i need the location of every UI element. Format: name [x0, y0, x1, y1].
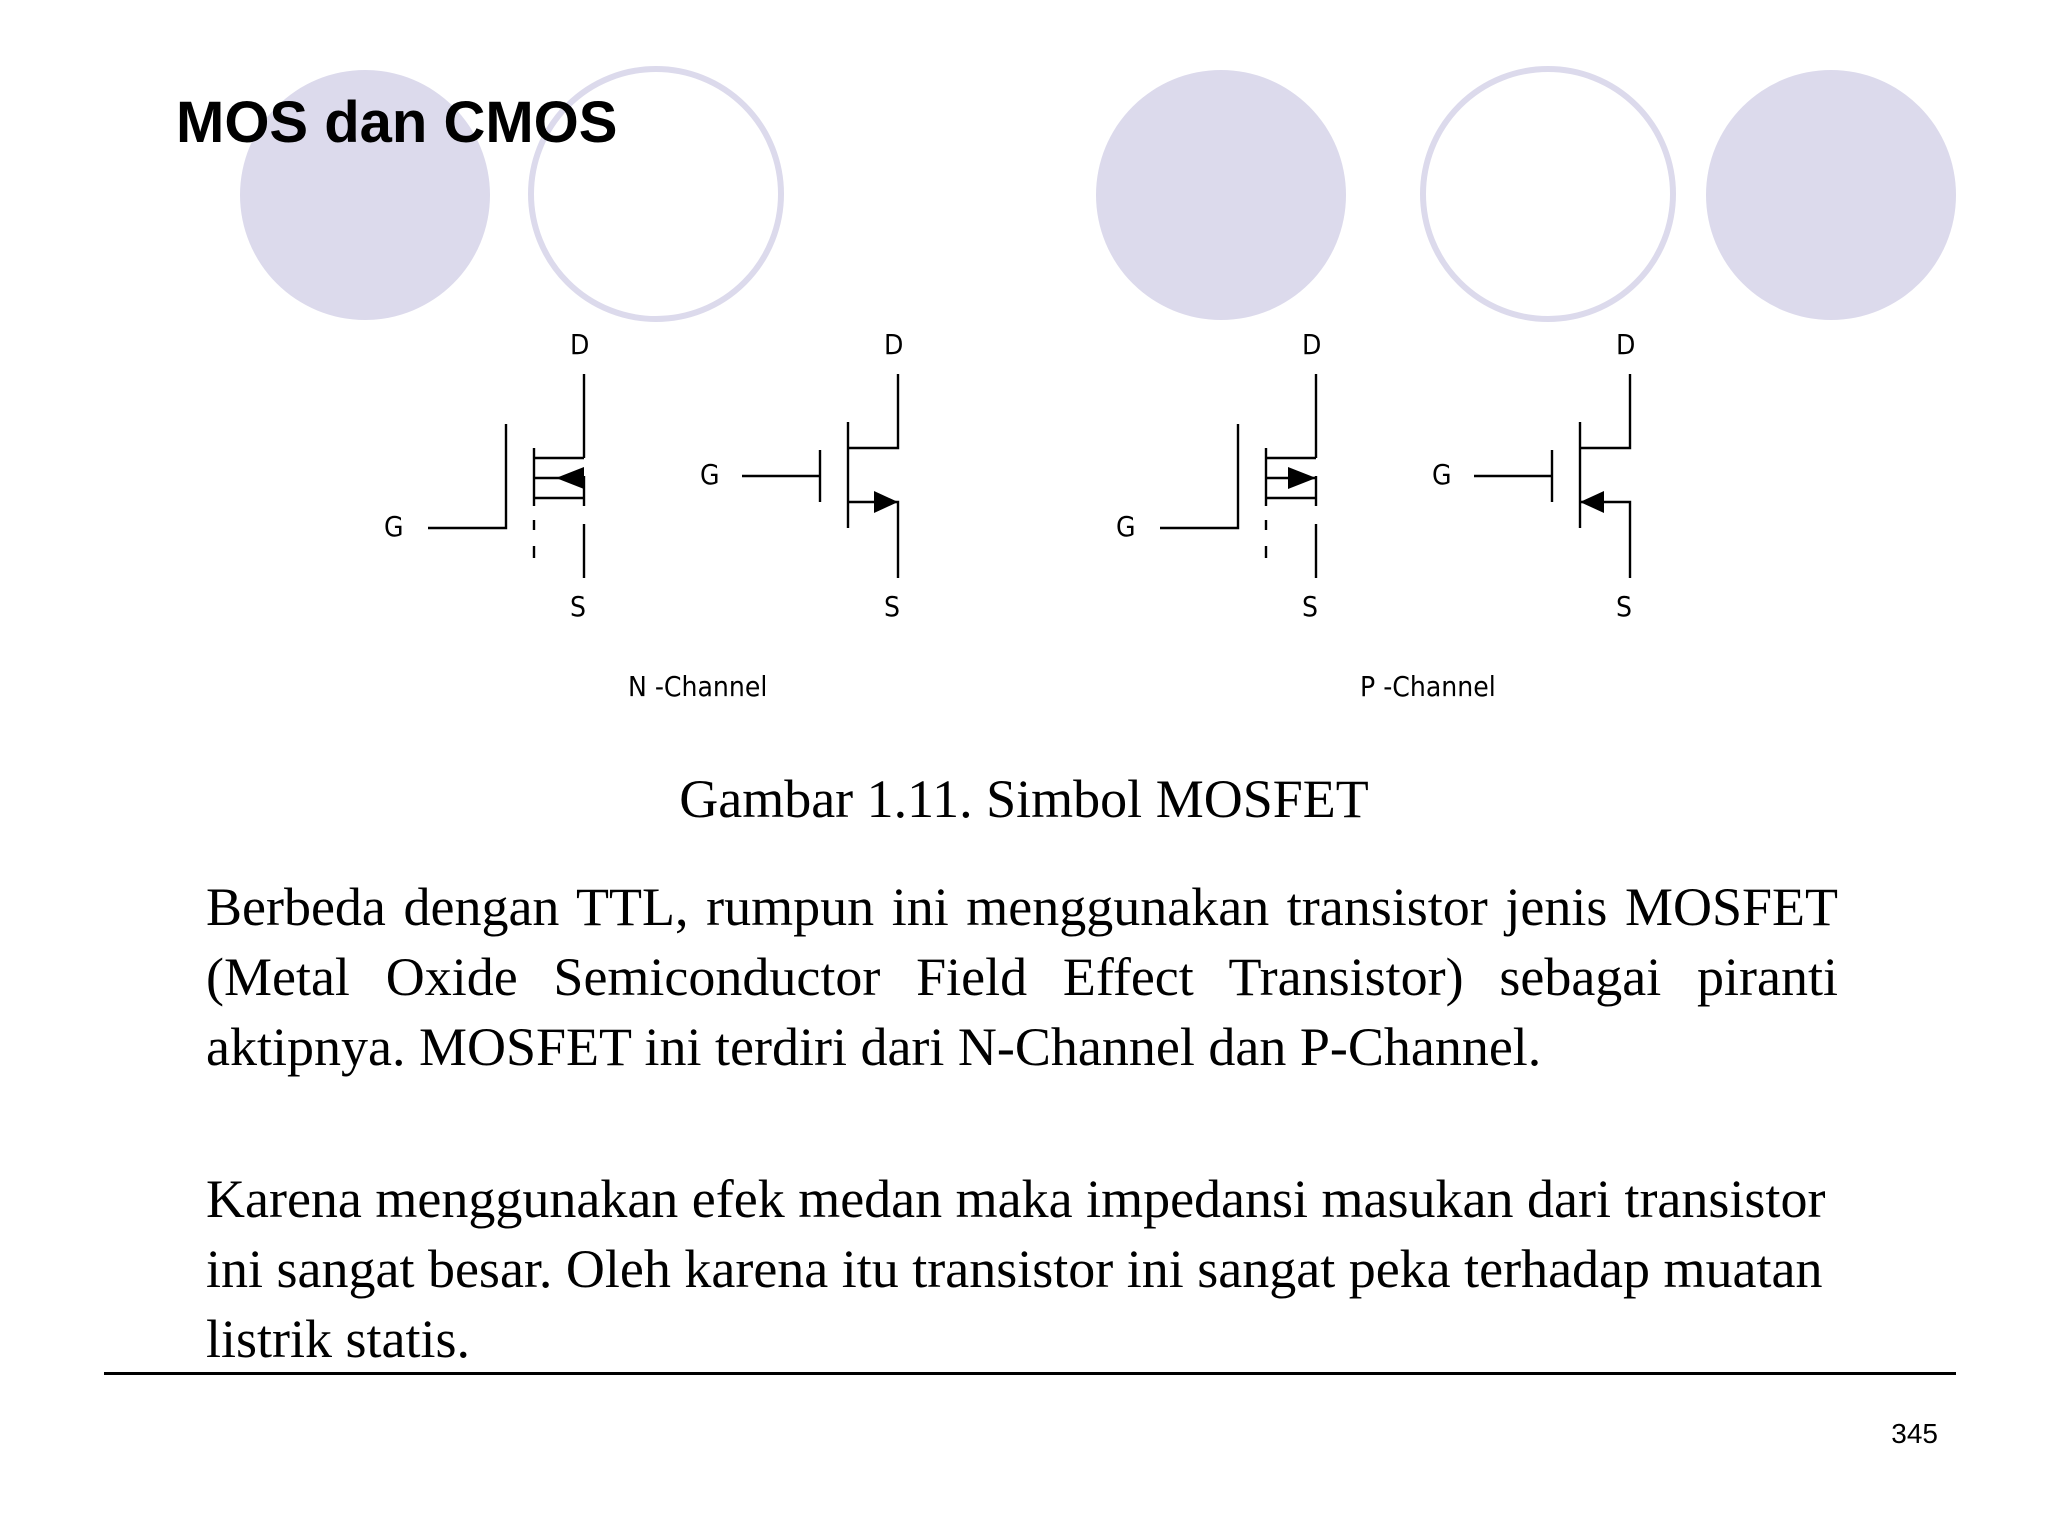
decorative-circle-2 — [1096, 70, 1346, 320]
pin-gate-label: G — [700, 458, 720, 491]
figure-caption: Gambar 1.11. Simbol MOSFET — [679, 769, 1369, 829]
decorative-ring-1 — [528, 66, 784, 322]
pin-source-label: S — [1302, 590, 1318, 623]
pin-gate-label: G — [1432, 458, 1452, 491]
pin-drain-label: D — [1302, 328, 1321, 361]
n-channel-enhancement-symbol: D G S — [384, 328, 589, 623]
arrow-out-icon — [874, 491, 898, 513]
n-channel-depletion-symbol: D G S — [700, 328, 903, 623]
pin-drain-label: D — [570, 328, 589, 361]
pin-gate-label: G — [384, 510, 404, 543]
decorative-circle-1 — [240, 70, 490, 320]
pin-source-label: S — [884, 590, 900, 623]
p-channel-label: P -Channel — [1360, 670, 1496, 703]
paragraph-1: Berbeda dengan TTL, rumpun ini menggunak… — [206, 877, 1838, 1077]
arrow-out-icon — [1288, 467, 1316, 489]
pin-drain-label: D — [1616, 328, 1635, 361]
pin-gate-label: G — [1116, 510, 1136, 543]
p-channel-enhancement-symbol: D G S — [1116, 328, 1321, 623]
footer-divider — [104, 1372, 1956, 1375]
decorative-ring-2 — [1420, 66, 1676, 322]
pin-source-label: S — [570, 590, 586, 623]
arrow-in-icon — [1580, 491, 1604, 513]
page-number: 345 — [1891, 1418, 1938, 1449]
n-channel-label: N -Channel — [628, 670, 767, 703]
p-channel-depletion-symbol: D G S — [1432, 328, 1635, 623]
pin-drain-label: D — [884, 328, 903, 361]
slide-title: MOS dan CMOS — [176, 90, 618, 155]
decorative-circle-3 — [1706, 70, 1956, 320]
arrow-in-icon — [556, 467, 584, 489]
pin-source-label: S — [1616, 590, 1632, 623]
paragraph-2: Karena menggunakan efek medan maka imped… — [206, 1169, 1826, 1369]
